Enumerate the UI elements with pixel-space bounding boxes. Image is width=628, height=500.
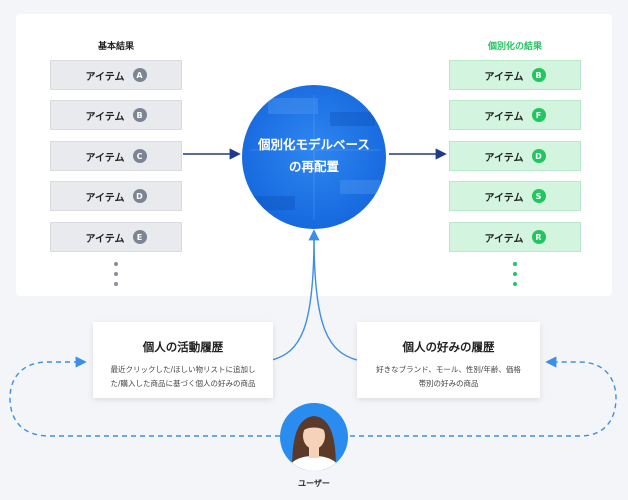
user-label: ユーザー [298,479,330,488]
left-item: アイテム D [50,181,182,211]
item-badge: B [531,68,546,82]
more-dot [114,282,118,286]
right-column-title: 個別化の結果 [487,42,542,52]
left-item: アイテム E [50,222,182,252]
model-label: 個別化モデルベース の再配置 [244,134,384,178]
item-label: アイテム [85,192,125,204]
right-item: アイテム F [449,100,581,130]
more-dot [114,262,118,266]
left-column-title: 基本結果 [97,42,134,52]
more-dot [513,272,517,276]
circle-texture [250,95,380,220]
item-label: アイテム [85,111,125,123]
preference-card-title: 個人の好みの履歴 [402,340,495,354]
item-label: アイテム [85,152,125,164]
item-label: アイテム [85,233,125,245]
preference-history-card: 個人の好みの履歴 好きなブランド、モール、性別/年齢、価格 帯別の好みの商品 [357,322,540,398]
left-item: アイテム A [50,60,182,90]
user-avatar [280,403,348,471]
item-label: アイテム [484,233,524,245]
item-label: アイテム [85,71,125,83]
item-badge: F [531,108,546,122]
right-item: アイテム S [449,181,581,211]
preference-desc-line1: 好きなブランド、モール、性別/年齢、価格 [376,365,521,374]
right-dashed-loop [350,356,617,437]
item-label: アイテム [484,111,524,123]
item-badge: R [531,230,546,244]
right-item: アイテム B [449,60,581,90]
more-dot [513,282,517,286]
item-badge: S [531,189,546,203]
activity-card-title: 個人の活動履歴 [142,340,224,354]
left-dashed-loop [9,356,280,437]
activity-history-card: 個人の活動履歴 最近クリックした/ほしい物リストに追加し た/購入した商品に基づ… [93,322,273,398]
more-dot [114,272,118,276]
item-badge: D [531,149,546,163]
activity-connector [271,235,315,361]
item-badge: B [132,108,147,122]
preference-card-desc: 好きなブランド、モール、性別/年齢、価格 帯別の好みの商品 [357,363,540,391]
preference-desc-line2: 帯別の好みの商品 [418,379,479,388]
activity-card-desc: 最近クリックした/ほしい物リストに追加し た/購入した商品に基づく個人の好みの商… [93,363,273,391]
model-circle [242,85,386,229]
item-badge: A [132,68,147,82]
left-item: アイテム B [50,100,182,130]
item-label: アイテム [484,152,524,164]
right-item: アイテム R [449,222,581,252]
left-item: アイテム C [50,141,182,171]
activity-desc-line2: た/購入した商品に基づく個人の好みの商品 [110,379,256,388]
model-label-line2: の再配置 [288,159,339,174]
item-label: アイテム [484,71,524,83]
model-label-line1: 個別化モデルベース [258,137,370,152]
more-dot [513,262,517,266]
preference-connector [313,235,358,361]
item-badge: E [132,230,147,244]
activity-desc-line1: 最近クリックした/ほしい物リストに追加し [110,365,256,374]
item-label: アイテム [484,192,524,204]
item-badge: C [132,149,147,163]
right-item: アイテム D [449,141,581,171]
item-badge: D [132,189,147,203]
